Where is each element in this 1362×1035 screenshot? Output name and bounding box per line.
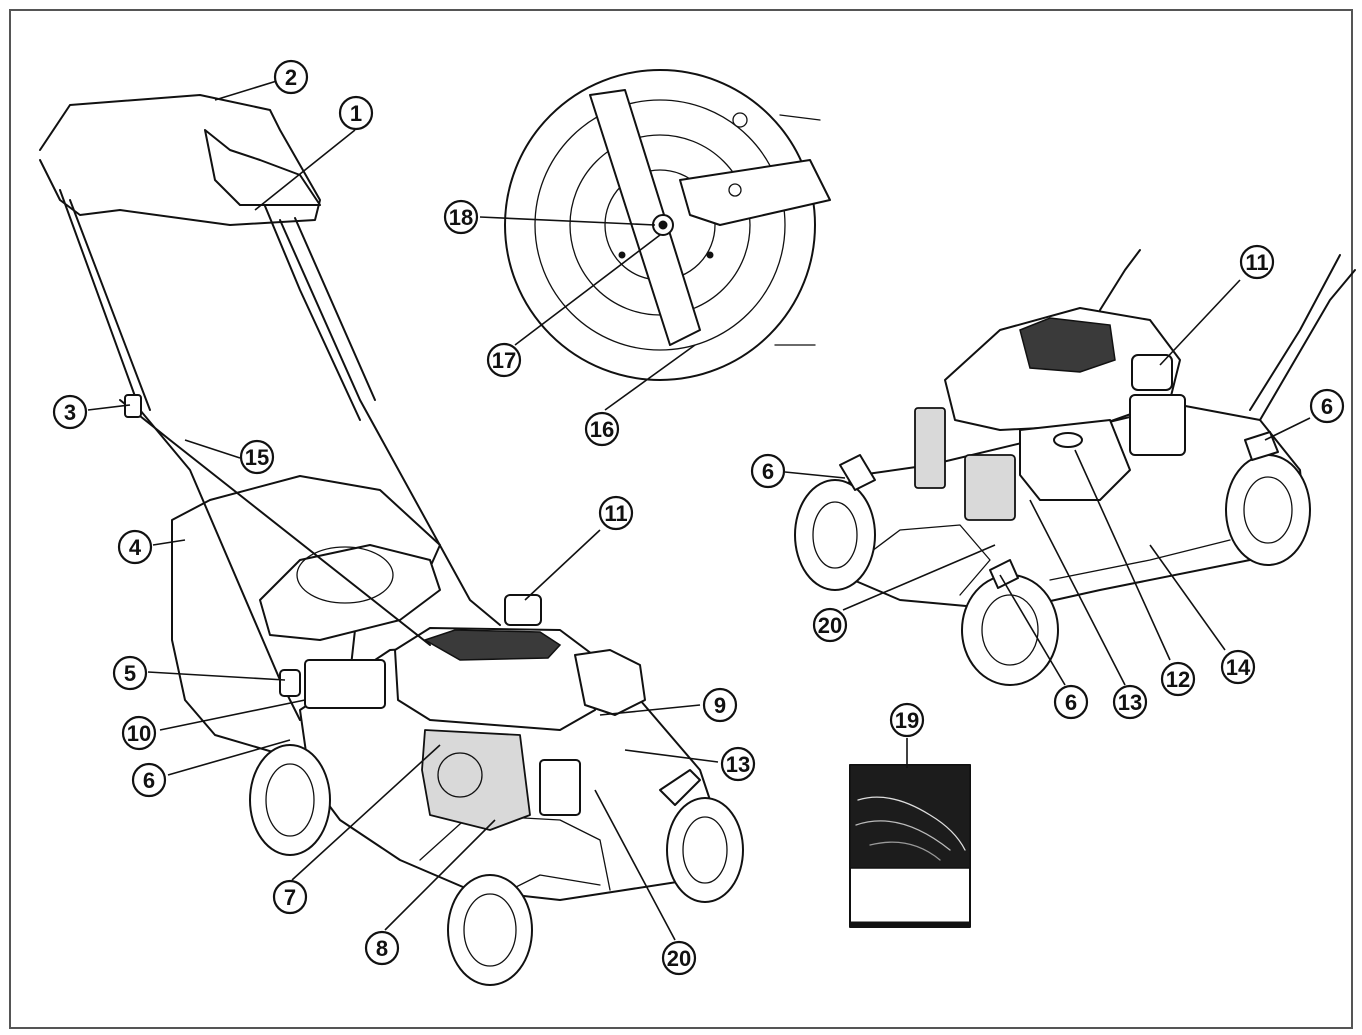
svg-text:6: 6 bbox=[143, 768, 155, 793]
svg-text:8: 8 bbox=[376, 936, 388, 961]
svg-text:6: 6 bbox=[1321, 394, 1333, 419]
mulch-plug bbox=[304, 659, 386, 709]
front-wheel-left-view2 bbox=[794, 479, 876, 591]
svg-text:2: 2 bbox=[285, 65, 297, 90]
callout-12: 12 bbox=[1160, 661, 1196, 697]
callout-5: 5 bbox=[112, 655, 148, 691]
callout-8: 8 bbox=[364, 930, 400, 966]
engine-cover-grille bbox=[423, 629, 562, 661]
callout-19: 19 bbox=[889, 702, 925, 738]
callout-6-front-left: 6 bbox=[750, 453, 786, 489]
fuel-cap-rear bbox=[504, 594, 542, 626]
svg-text:11: 11 bbox=[1245, 250, 1268, 275]
owners-manual bbox=[849, 764, 971, 928]
height-lever-side bbox=[989, 559, 1019, 589]
callout-10: 10 bbox=[121, 715, 157, 751]
leader-lines bbox=[87, 79, 1311, 941]
callout-18: 18 bbox=[443, 199, 479, 235]
callout-15: 15 bbox=[239, 439, 275, 475]
svg-text:5: 5 bbox=[124, 661, 136, 686]
svg-text:15: 15 bbox=[245, 445, 269, 470]
rear-wheel-view2 bbox=[1225, 454, 1311, 566]
callout-2: 2 bbox=[273, 59, 309, 95]
svg-text:17: 17 bbox=[492, 348, 516, 373]
fuel-cap-front bbox=[1131, 354, 1173, 391]
blade-underside-detail bbox=[504, 69, 831, 381]
callout-17: 17 bbox=[486, 342, 522, 378]
height-lever-front bbox=[839, 454, 876, 491]
callout-1: 1 bbox=[338, 95, 374, 131]
svg-text:20: 20 bbox=[818, 613, 842, 638]
callout-9: 9 bbox=[702, 687, 738, 723]
svg-text:11: 11 bbox=[604, 501, 627, 526]
oil-cap bbox=[1053, 432, 1083, 448]
height-adjust-lever bbox=[659, 769, 701, 806]
callout-13-rear: 13 bbox=[720, 746, 756, 782]
svg-text:7: 7 bbox=[284, 885, 296, 910]
handle-knob-lower bbox=[279, 669, 301, 697]
svg-text:10: 10 bbox=[127, 721, 151, 746]
recoil-starter-housing bbox=[421, 729, 531, 831]
svg-text:6: 6 bbox=[762, 459, 774, 484]
callout-20-front: 20 bbox=[812, 607, 848, 643]
svg-text:9: 9 bbox=[714, 693, 726, 718]
callout-16: 16 bbox=[584, 411, 620, 447]
svg-text:13: 13 bbox=[1118, 690, 1142, 715]
manual-cover-photo bbox=[849, 764, 971, 869]
svg-text:18: 18 bbox=[449, 205, 473, 230]
blade-adapter bbox=[679, 159, 831, 226]
front-left-wheel bbox=[447, 874, 533, 986]
callout-4: 4 bbox=[117, 529, 153, 565]
svg-text:20: 20 bbox=[667, 946, 691, 971]
front-right-wheel bbox=[666, 797, 744, 903]
callout-6-front-bottom: 6 bbox=[1053, 684, 1089, 720]
svg-text:6: 6 bbox=[1065, 690, 1077, 715]
callout-20-rear: 20 bbox=[661, 940, 697, 976]
handle-bar bbox=[39, 94, 321, 226]
svg-text:14: 14 bbox=[1226, 655, 1251, 680]
callout-13-front: 13 bbox=[1112, 684, 1148, 720]
svg-text:16: 16 bbox=[590, 417, 614, 442]
engine-cover-grille-front bbox=[1019, 317, 1116, 373]
svg-text:12: 12 bbox=[1166, 667, 1190, 692]
callout-3: 3 bbox=[52, 394, 88, 430]
mower-rear-view bbox=[39, 94, 744, 986]
cutting-blade bbox=[589, 89, 701, 346]
svg-text:3: 3 bbox=[64, 400, 76, 425]
height-lever-rear bbox=[1244, 431, 1279, 461]
callout-7: 7 bbox=[272, 879, 308, 915]
grass-catcher-lid-window bbox=[296, 546, 394, 604]
mower-front-view bbox=[794, 249, 1356, 686]
callout-11-front: 11 bbox=[1239, 244, 1275, 280]
engine-brake-lever bbox=[204, 129, 321, 206]
air-filter-front bbox=[964, 454, 1016, 521]
callout-14: 14 bbox=[1220, 649, 1256, 685]
svg-text:13: 13 bbox=[726, 752, 750, 777]
rear-left-wheel bbox=[249, 744, 331, 856]
svg-text:4: 4 bbox=[129, 535, 142, 560]
svg-text:1: 1 bbox=[350, 101, 362, 126]
callout-11-rear: 11 bbox=[598, 495, 634, 531]
callout-6-front-right: 6 bbox=[1309, 388, 1345, 424]
callout-labels: 1 2 3 4 5 10 6 7 8 9 11 13 20 15 18 17 1… bbox=[52, 59, 1345, 976]
svg-text:19: 19 bbox=[895, 708, 919, 733]
callout-6-rear-left: 6 bbox=[131, 762, 167, 798]
